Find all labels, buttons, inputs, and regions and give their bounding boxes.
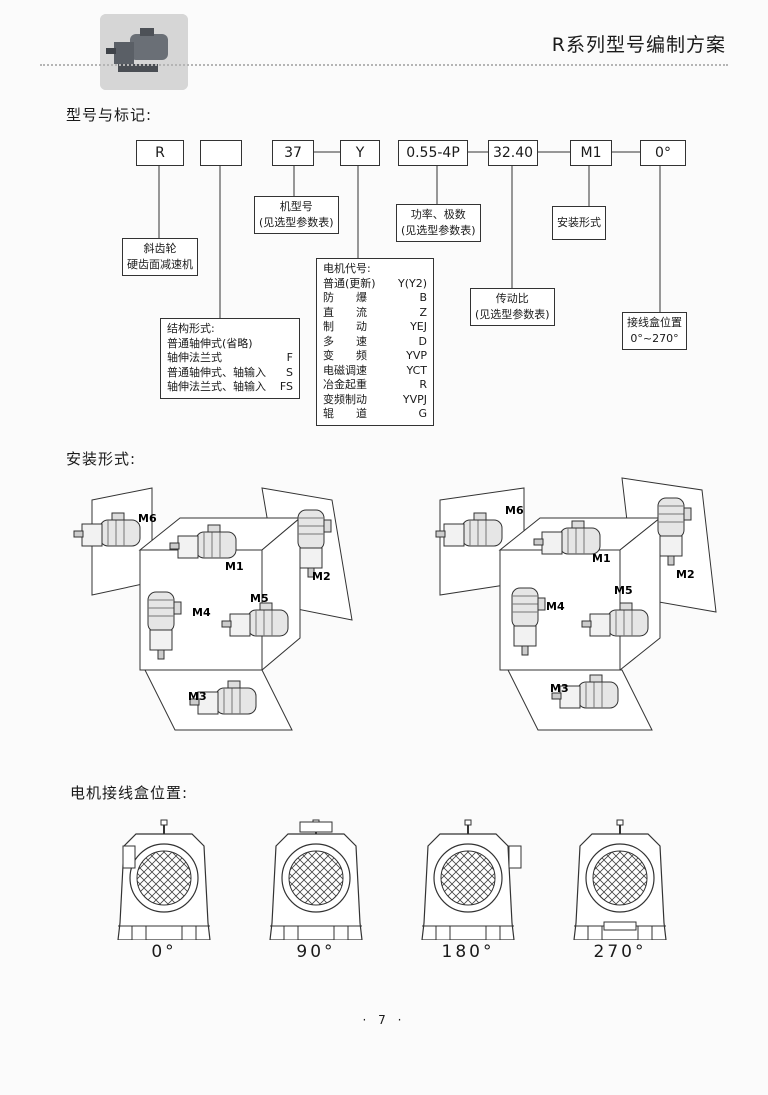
position-label-270: 270° — [593, 942, 647, 962]
page-number: · 7 · — [362, 1013, 406, 1027]
mount-label-m2-right: M2 — [676, 568, 695, 581]
label-power-poles: 功率、极数(见选型参数表) — [396, 204, 481, 242]
terminal-position-0 — [117, 819, 211, 940]
position-label-0: 0° — [151, 942, 177, 962]
mount-label-m6-right: M6 — [505, 504, 524, 517]
terminal-heading: 电机接线盒位置: — [70, 784, 189, 802]
code-structure — [200, 140, 242, 166]
terminal-position-180 — [421, 819, 522, 940]
position-label-180: 180° — [441, 942, 495, 962]
mounting-heading: 安装形式: — [66, 450, 137, 468]
code-motor: Y — [340, 140, 380, 166]
mount-label-m3: M3 — [188, 690, 207, 703]
terminal-box-diagram — [117, 819, 667, 940]
code-terminal-box: 0° — [640, 140, 686, 166]
mounting-diagram: M6 M1 M2 M4 M5 M3 M6 M1 M2 M4 M5 M3 — [73, 477, 717, 731]
motor-title: 电机代号: — [323, 262, 371, 275]
mounting-group-left — [73, 487, 353, 731]
mount-label-m4-right: M4 — [546, 600, 565, 613]
mount-label-m4: M4 — [192, 606, 211, 619]
terminal-position-270 — [573, 819, 667, 940]
header-divider — [40, 64, 728, 66]
mount-label-m5-right: M5 — [614, 584, 633, 597]
code-mounting: M1 — [570, 140, 612, 166]
code-series: R — [136, 140, 184, 166]
code-frame: 37 — [272, 140, 314, 166]
list-item: 普通轴伸式(省略) — [167, 336, 253, 350]
code-power: 0.55-4P — [398, 140, 468, 166]
mount-label-m2: M2 — [312, 570, 331, 583]
label-mounting-type: 安装形式 — [552, 206, 606, 240]
mount-label-m6: M6 — [138, 512, 157, 525]
label-helical-gear: 斜齿轮硬齿面减速机 — [122, 238, 198, 276]
structure-title: 结构形式: — [167, 322, 215, 335]
mount-label-m3-right: M3 — [550, 682, 569, 695]
label-ratio: 传动比(见选型参数表) — [470, 288, 555, 326]
page-title: R系列型号编制方案 — [551, 34, 726, 56]
mounting-group-right — [435, 477, 717, 731]
mount-label-m1-right: M1 — [592, 552, 611, 565]
label-frame-size: 机型号(见选型参数表) — [254, 196, 339, 234]
mount-label-m1: M1 — [225, 560, 244, 573]
terminal-position-90 — [269, 819, 363, 940]
list-item: 普通(更新)Y(Y2) — [323, 276, 427, 290]
gear-motor-icon — [100, 14, 188, 90]
mount-label-m5: M5 — [250, 592, 269, 605]
model-heading: 型号与标记: — [66, 106, 153, 124]
position-label-90: 90° — [296, 942, 336, 962]
product-thumbnail — [100, 14, 188, 90]
code-ratio: 32.40 — [488, 140, 538, 166]
model-connector-lines — [158, 151, 661, 318]
